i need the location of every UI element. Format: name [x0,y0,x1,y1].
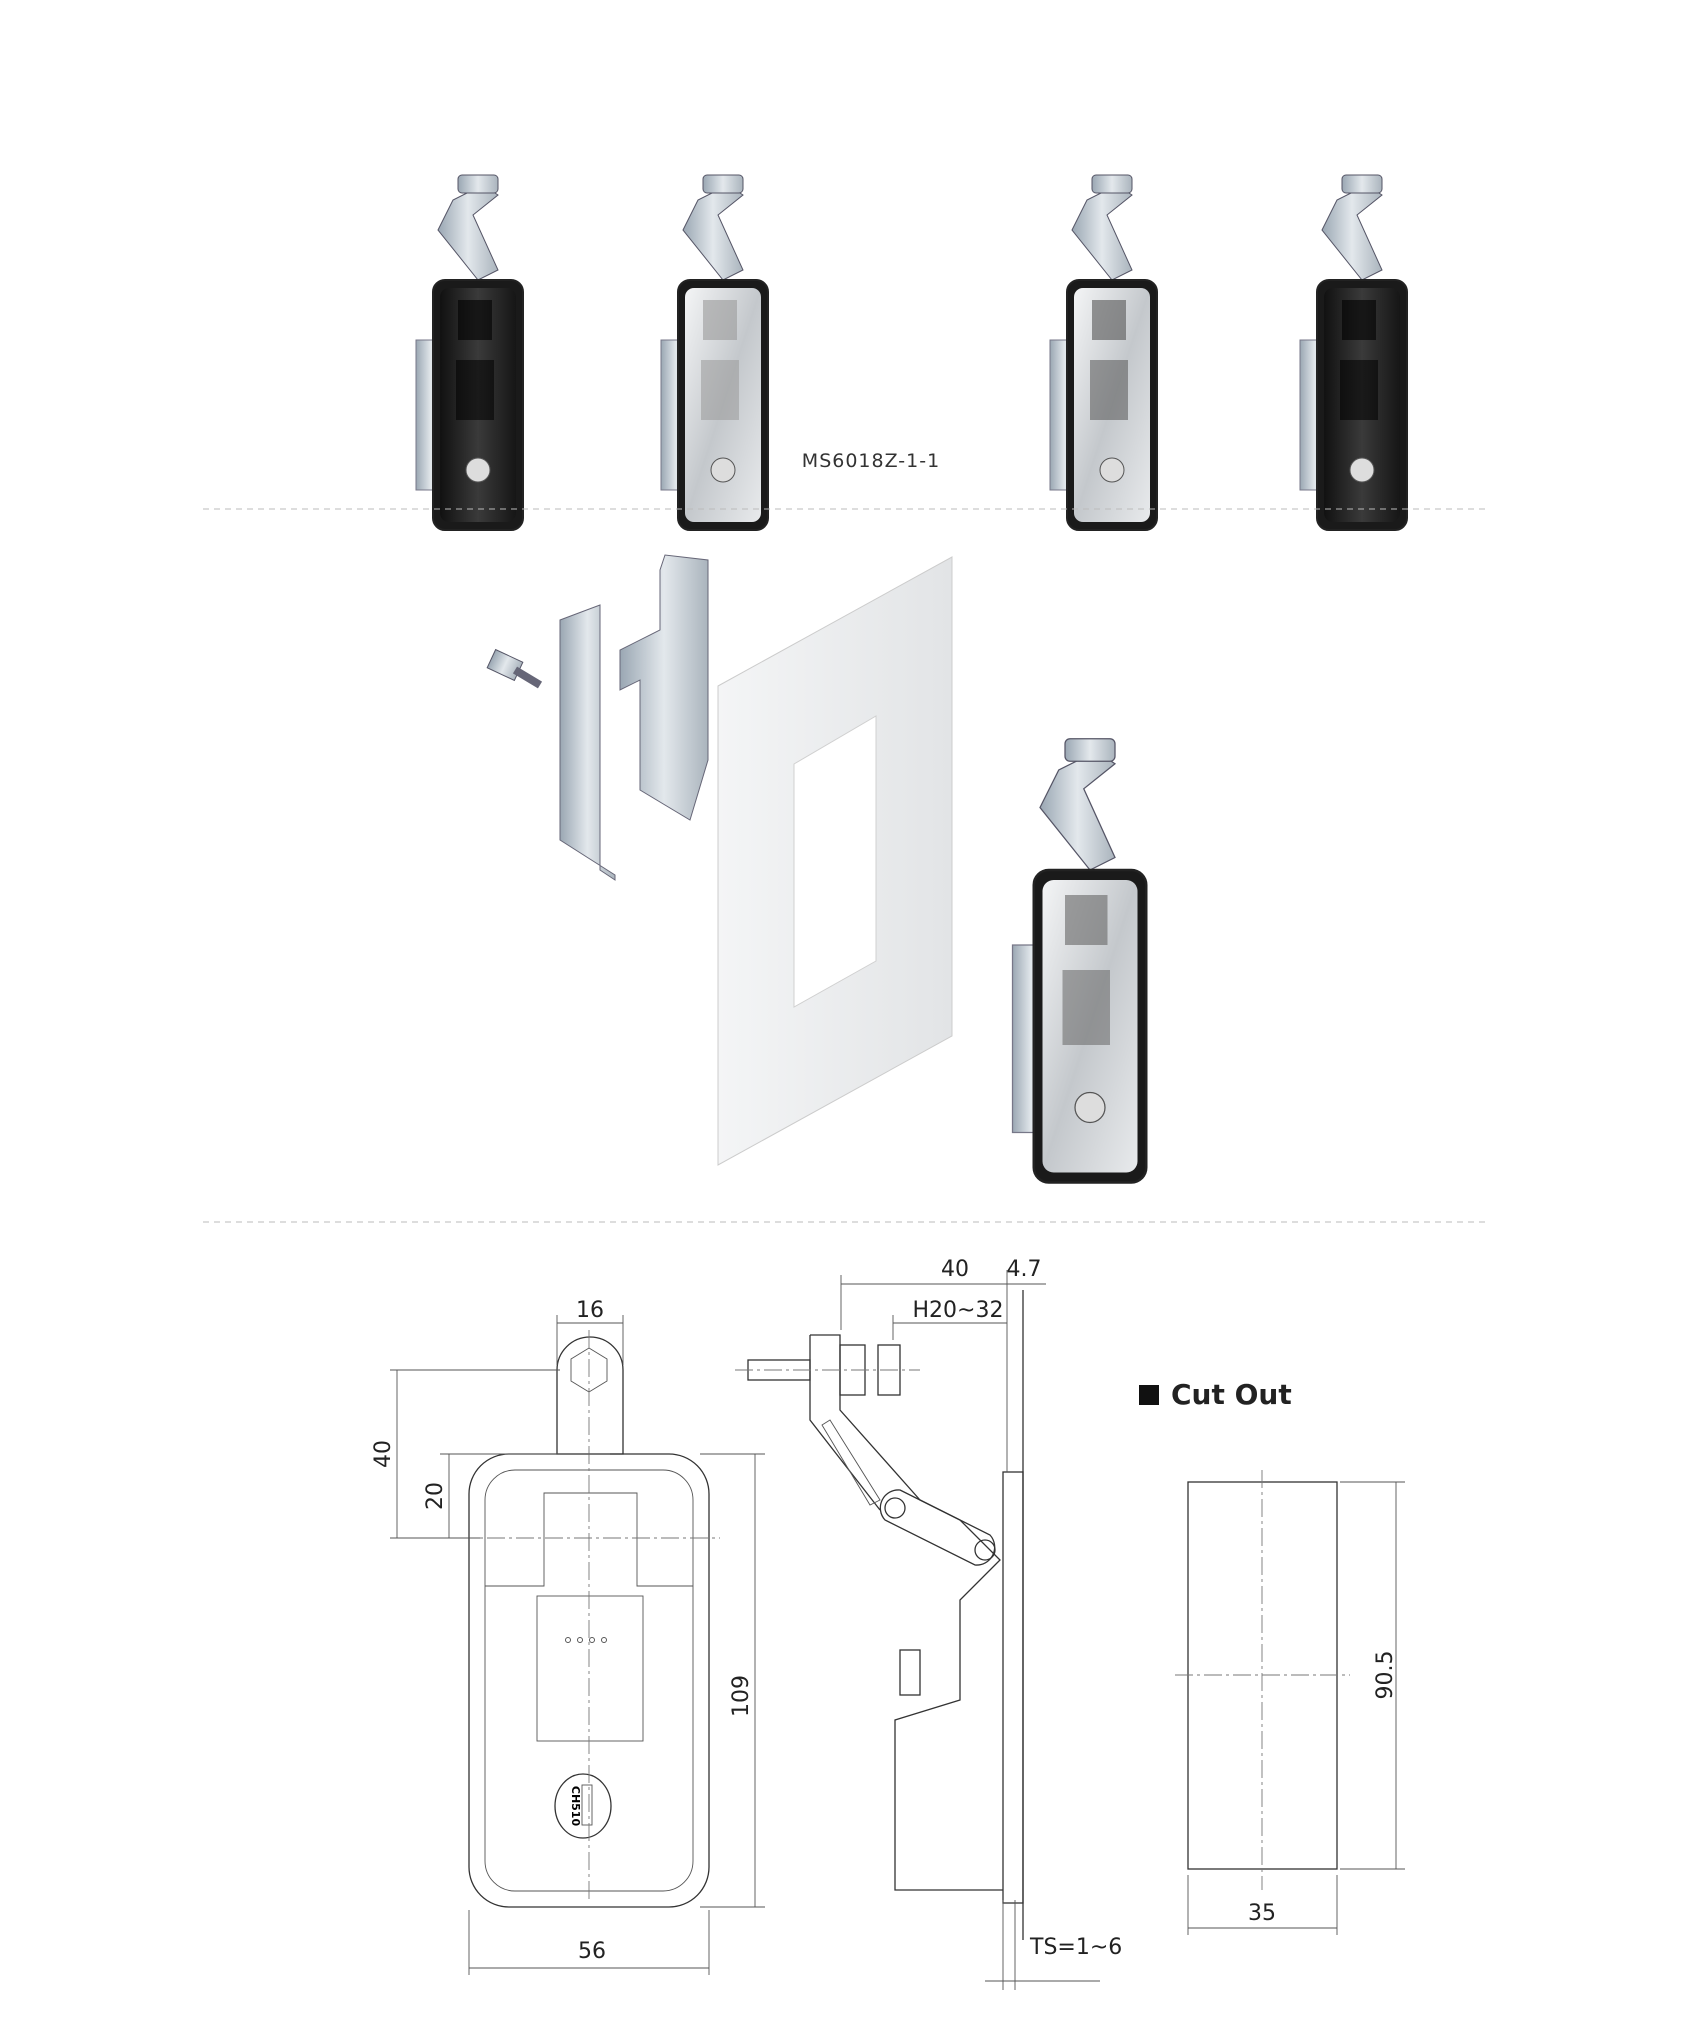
key-code-label: CH510 [569,1786,582,1827]
dim-top-width: 16 [576,1298,604,1323]
latch-assembly [1011,737,1148,1184]
latch-photo-black-2 [1299,174,1408,531]
front-view-drawing: CH510 16 40 20 109 56 [371,1298,765,1975]
dim-40-vertical: 40 [371,1440,396,1468]
panel-cutout [793,715,877,1008]
dim-grip-range: H20~32 [913,1298,1004,1323]
dim-20-vertical: 20 [423,1482,448,1510]
mounting-bracket [559,604,616,881]
model-caption: MS6018Z-1-1 [802,450,940,472]
latch-photo-black-1 [415,174,524,531]
dim-cutout-width: 35 [1248,1901,1276,1926]
dim-cutout-height: 90.5 [1373,1651,1398,1700]
dim-height-109: 109 [729,1675,754,1717]
dim-side-40: 40 [941,1257,969,1282]
exploded-assembly-view [486,554,1148,1184]
side-view-drawing: 40 4.7 H20~32 TS=1~6 [735,1257,1122,1990]
cutout-title: Cut Out [1171,1378,1292,1411]
screw-icon [486,648,543,689]
dim-width-56: 56 [578,1939,606,1964]
cutout-bullet-icon [1139,1385,1159,1405]
dim-side-4-7: 4.7 [1007,1257,1042,1282]
mounting-bracket-2 [619,554,709,821]
latch-photo-satin [660,174,769,531]
latch-photo-chrome [1049,174,1158,531]
cutout-drawing: Cut Out 90.5 35 [1139,1378,1405,1935]
dim-panel-thickness: TS=1~6 [1029,1935,1122,1960]
